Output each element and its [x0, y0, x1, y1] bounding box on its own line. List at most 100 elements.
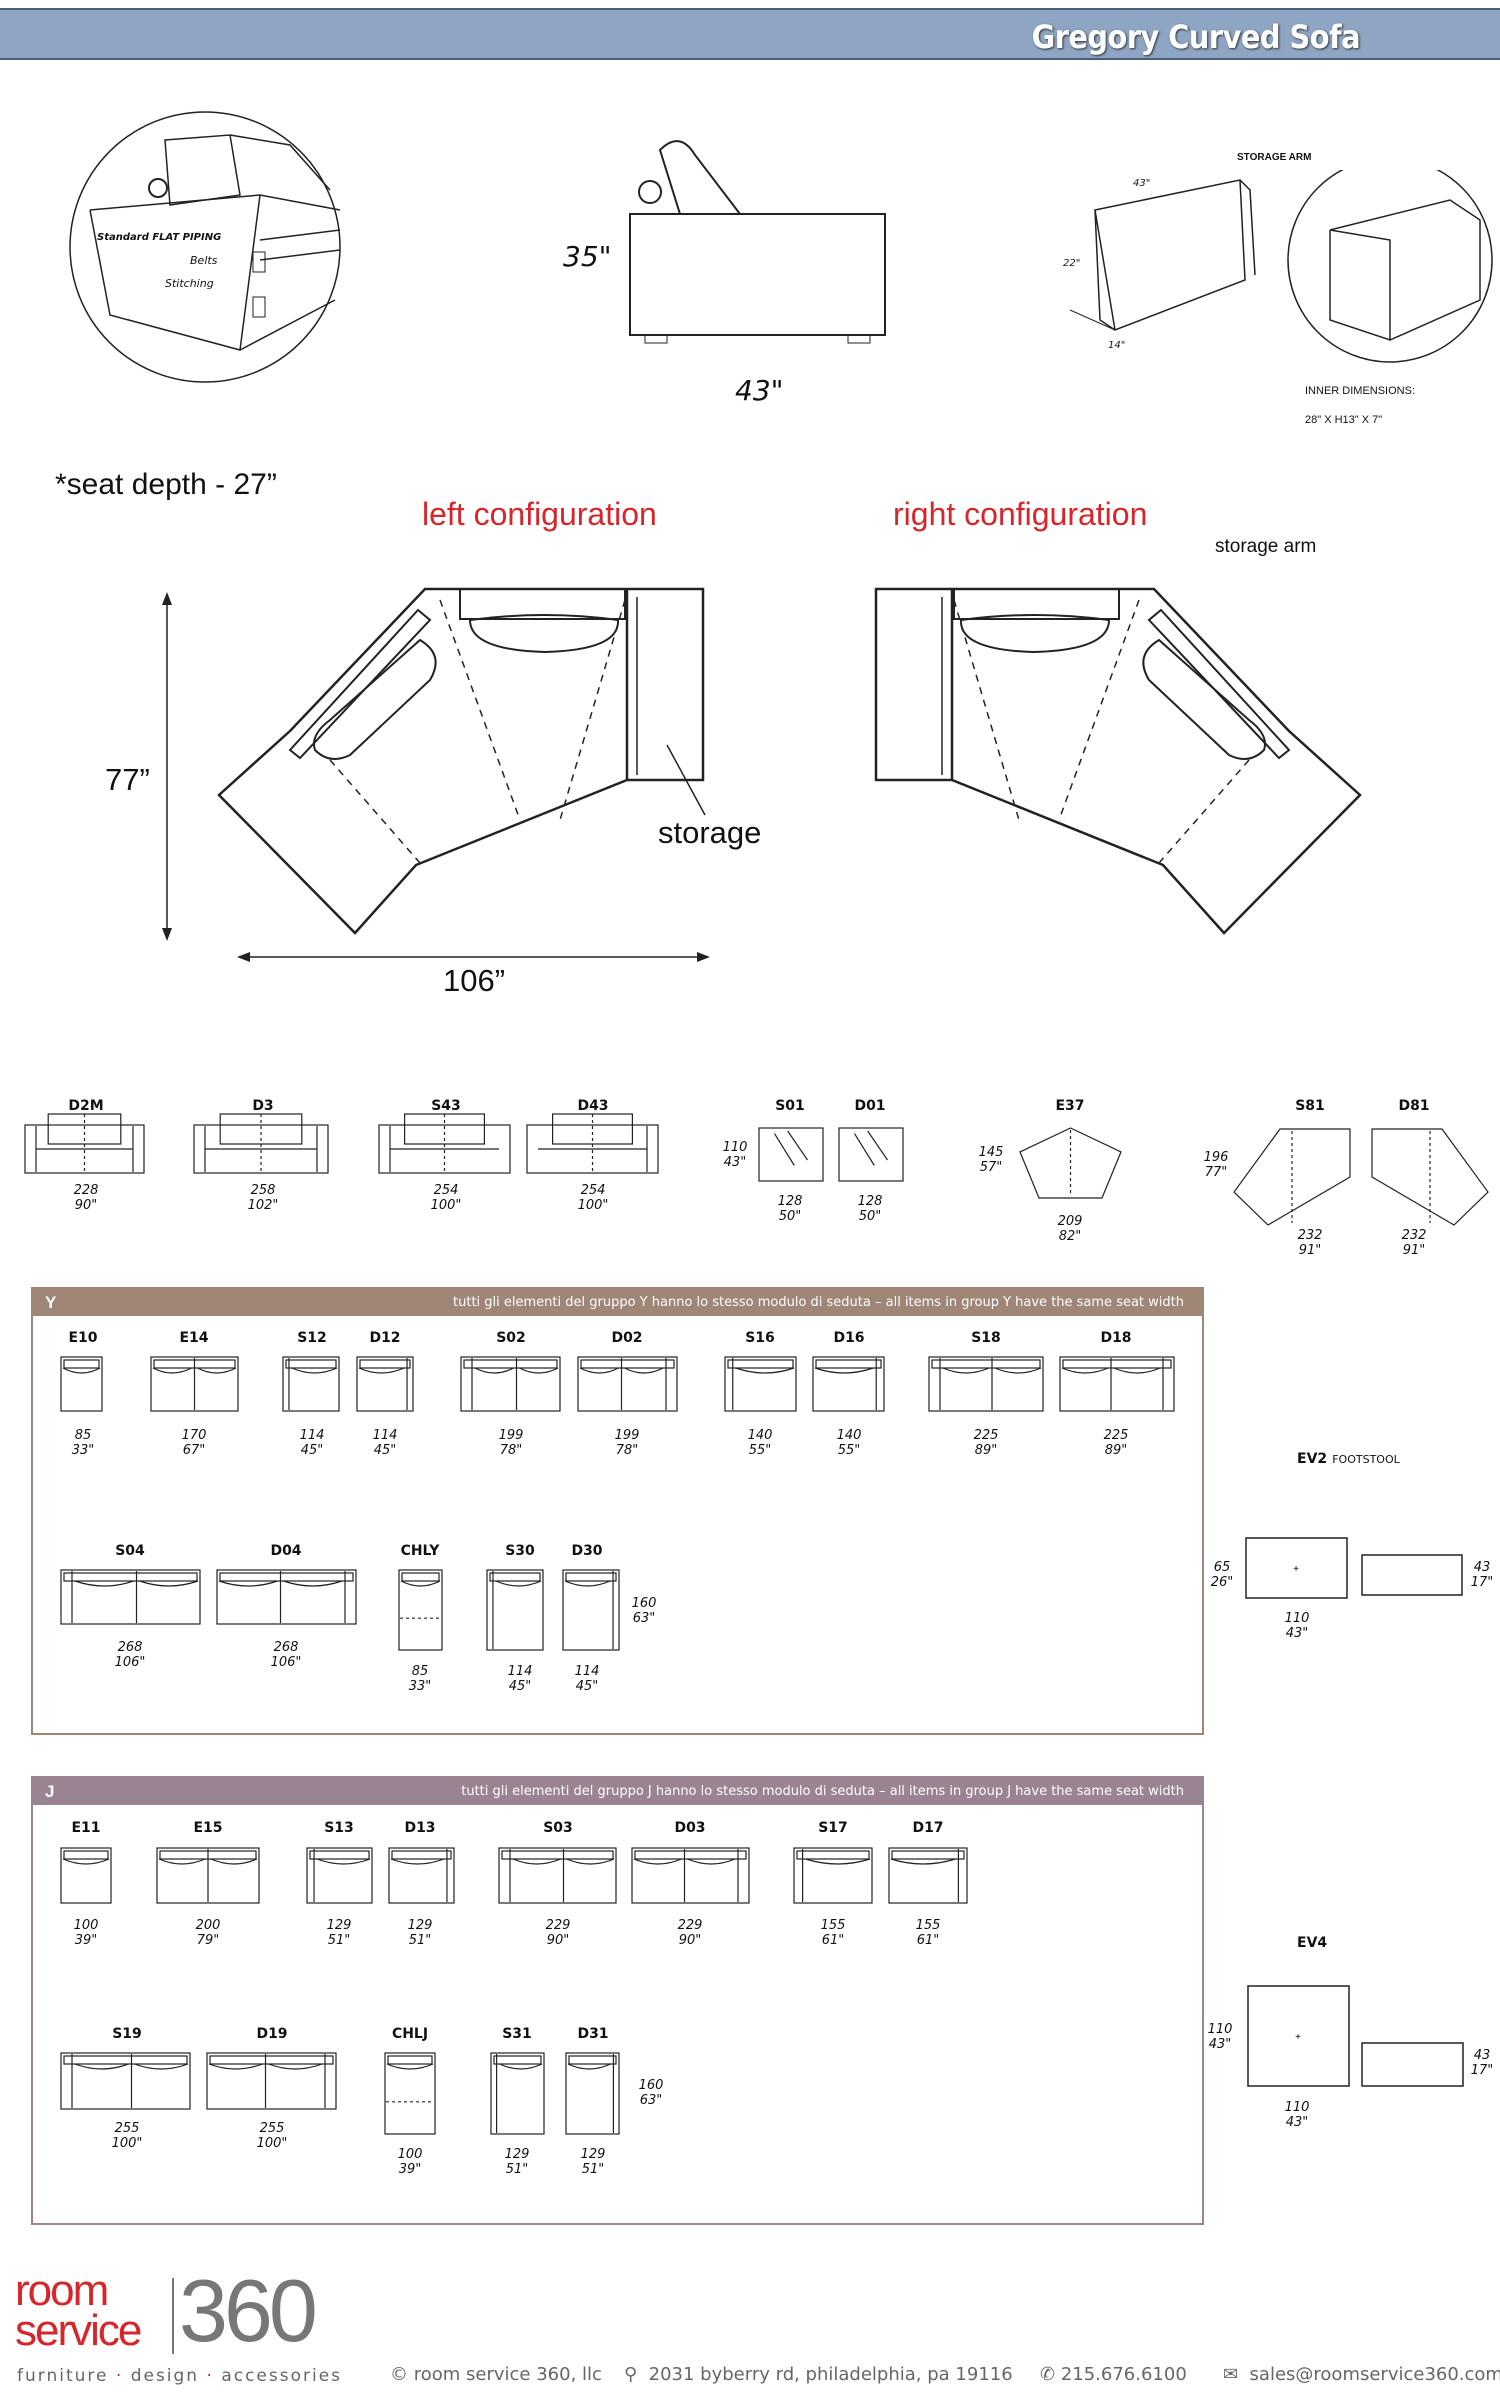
ev2-label: FOOTSTOOL [1332, 1453, 1400, 1466]
side-height-label: 35" [563, 240, 612, 273]
module-code-d2m: D2M [68, 1098, 104, 1114]
belts-label: Belts [190, 254, 218, 267]
module-drawing-e10 [60, 1356, 103, 1412]
module-drawing-d17 [888, 1847, 968, 1904]
module-code-s13: S13 [324, 1820, 354, 1836]
module-code-chly: CHLY [400, 1543, 440, 1559]
side-dimension-ev4-depth: 110 43" [1207, 2022, 1233, 2052]
page-title: Gregory Curved Sofa [1031, 18, 1361, 56]
module-drawing-d19 [206, 2052, 337, 2110]
module-code-s30: S30 [505, 1543, 535, 1559]
piping-detail-illustration [69, 111, 341, 383]
module-dims-e15: 200 79" [195, 1918, 221, 1948]
module-code-d31: D31 [577, 2026, 609, 2042]
side-dimension-group_j-chaise_depth: 160 63" [638, 2078, 664, 2108]
module-code-d02: D02 [611, 1330, 643, 1346]
module-drawing-e37 [1019, 1127, 1122, 1199]
module-code-d18: D18 [1100, 1330, 1132, 1346]
module-dims-d19: 255 100" [256, 2121, 288, 2151]
storage-arm-title: STORAGE ARM [1237, 152, 1312, 163]
module-drawing-s13 [306, 1847, 373, 1904]
module-drawing-d81 [1371, 1128, 1489, 1226]
group-y-description: tutti gli elementi del gruppo Y hanno lo… [453, 1295, 1184, 1310]
module-dims-e14: 170 67" [181, 1428, 207, 1458]
module-dims-s01: 128 50" [777, 1194, 803, 1224]
module-dims-d02: 199 78" [614, 1428, 640, 1458]
module-code-s12: S12 [297, 1330, 327, 1346]
svg-text:+: + [1295, 2032, 1301, 2043]
module-code-s31: S31 [502, 2026, 532, 2042]
module-drawing-s16 [724, 1356, 797, 1412]
module-drawing-d3 [193, 1113, 329, 1174]
phone-icon: ✆ [1040, 2364, 1056, 2385]
module-drawing-d43 [526, 1113, 659, 1174]
piping-label: Standard FLAT PIPING [97, 232, 222, 243]
email-link[interactable]: ✉ sales@roomservice360.com [1223, 2364, 1500, 2385]
module-drawing-s04 [60, 1569, 201, 1625]
module-code-s19: S19 [112, 2026, 142, 2042]
module-code-d13: D13 [404, 1820, 436, 1836]
phone[interactable]: ✆ 215.676.6100 [1040, 2364, 1187, 2385]
module-dims-s81: 232 91" [1297, 1228, 1323, 1258]
storage-arm-caption: storage arm [1215, 536, 1317, 557]
module-drawing-chlj [384, 2052, 436, 2135]
width-dimension-label: 106” [443, 963, 506, 998]
module-code-e10: E10 [68, 1330, 98, 1346]
module-code-e15: E15 [193, 1820, 223, 1836]
side-dimension-ev2-height: 43 17" [1470, 1560, 1494, 1590]
right-configuration-plan [874, 587, 1362, 935]
module-dims-s31: 129 51" [504, 2147, 530, 2177]
configuration-plans [162, 587, 1362, 962]
module-dims-s18: 225 89" [973, 1428, 999, 1458]
module-dims-d43: 254 100" [577, 1183, 609, 1213]
module-drawing-chly [398, 1569, 443, 1651]
module-drawing-d02 [577, 1356, 678, 1412]
side-dimension-row_side_dims-1: 145 57" [978, 1145, 1004, 1175]
module-code-s03: S03 [543, 1820, 573, 1836]
module-dims-e11: 100 39" [73, 1918, 99, 1948]
module-code-d30: D30 [571, 1543, 603, 1559]
left-configuration-plan [217, 587, 705, 935]
height-dimension-label: 77” [105, 762, 150, 797]
module-drawing-e14 [150, 1356, 239, 1412]
module-code-d03: D03 [674, 1820, 706, 1836]
module-drawing-d04 [216, 1569, 357, 1625]
module-drawing-s02 [460, 1356, 561, 1412]
module-dims-s13: 129 51" [326, 1918, 352, 1948]
module-dims-d12: 114 45" [372, 1428, 398, 1458]
storage-arm-height: 22" [1063, 258, 1081, 269]
module-drawing-s01 [758, 1127, 824, 1182]
module-code-chlj: CHLJ [391, 2026, 429, 2042]
left-configuration-title: left configuration [422, 496, 657, 532]
module-code-e14: E14 [179, 1330, 209, 1346]
module-code-s16: S16 [745, 1330, 775, 1346]
module-drawing-s31 [490, 2052, 545, 2135]
side-dimension-ev2-depth: 65 26" [1210, 1560, 1234, 1590]
module-drawing-s17 [793, 1847, 873, 1904]
module-drawing-d12 [356, 1356, 414, 1412]
module-drawing-s81 [1233, 1128, 1351, 1226]
side-depth-label: 43" [735, 374, 784, 407]
module-drawing-s43 [378, 1113, 511, 1174]
module-dims-chly: 85 33" [408, 1664, 432, 1694]
group-y-panel: Y tutti gli elementi del gruppo Y hanno … [31, 1287, 1204, 1735]
group-j-header: J tutti gli elementi del gruppo J hanno … [33, 1778, 1202, 1805]
side-dimension-ev4-width: 110 43" [1284, 2100, 1310, 2130]
ev2-code: EV2 [1297, 1451, 1328, 1467]
module-dims-s16: 140 55" [747, 1428, 773, 1458]
ev4-footstool-drawing: + [1247, 1985, 1464, 2087]
header-bar: Gregory Curved Sofa [0, 8, 1500, 60]
module-drawing-d01 [838, 1127, 904, 1182]
address: ⚲ 2031 byberry rd, philadelphia, pa 1911… [624, 2364, 1013, 2385]
module-dims-e10: 85 33" [71, 1428, 95, 1458]
module-drawing-s30 [486, 1569, 544, 1651]
module-code-d81: D81 [1398, 1098, 1430, 1114]
module-drawing-d13 [388, 1847, 455, 1904]
module-dims-d81: 232 91" [1401, 1228, 1427, 1258]
module-dims-d30: 114 45" [574, 1664, 600, 1694]
group-j-description: tutti gli elementi del gruppo J hanno lo… [461, 1784, 1184, 1799]
module-dims-d2m: 228 90" [73, 1183, 99, 1213]
side-dimension-group_y-chaise_depth: 160 63" [631, 1596, 657, 1626]
module-dims-s12: 114 45" [299, 1428, 325, 1458]
seat-depth-note: *seat depth - 27” [55, 468, 277, 501]
